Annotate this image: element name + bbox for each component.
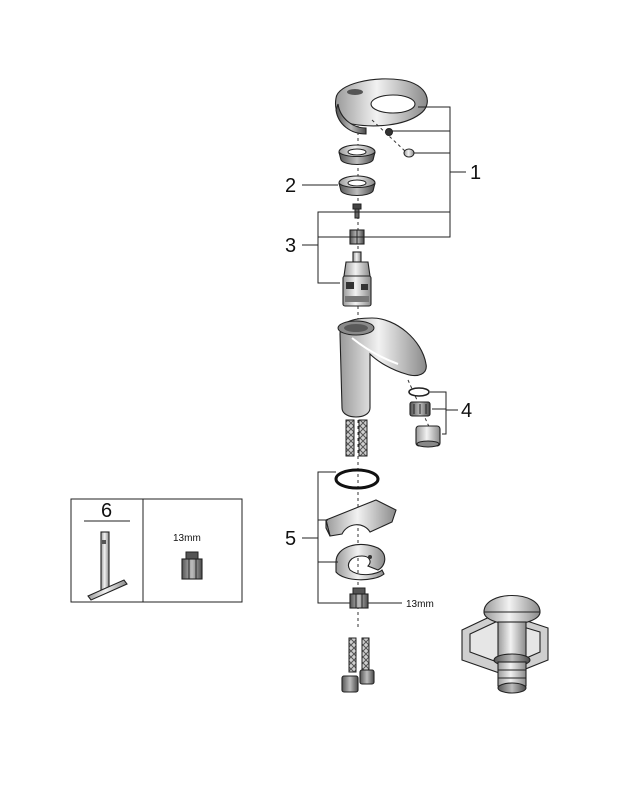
faucet-body — [337, 317, 427, 418]
set-screw — [371, 119, 407, 153]
mounting-plate — [325, 499, 397, 537]
lever-handle — [334, 78, 428, 135]
aerator-washer — [408, 387, 430, 397]
cartridge — [342, 251, 372, 307]
callout-4: 4 — [461, 400, 472, 422]
tool-nut — [181, 551, 203, 580]
bracket-5 — [302, 471, 402, 604]
aerator-insert — [409, 401, 431, 417]
flex-hoses-upper — [345, 419, 368, 457]
hex-nut-13mm — [349, 587, 369, 609]
aerator-housing — [415, 425, 441, 448]
callout-3: 3 — [285, 235, 296, 257]
bracket-1 — [318, 106, 466, 238]
nut-size-label-hose: 13mm — [406, 599, 434, 610]
hex-key-tool — [87, 531, 128, 601]
tool-box — [70, 498, 243, 603]
escutcheon-lower — [338, 175, 376, 197]
horseshoe-washer — [335, 544, 386, 581]
callout-6: 6 — [101, 500, 112, 522]
nut-size-label-tool: 13mm — [173, 533, 201, 544]
callout-2: 2 — [285, 175, 296, 197]
flex-hoses-lower — [341, 637, 375, 693]
callout-1: 1 — [470, 162, 481, 184]
cartridge-screw — [352, 203, 362, 219]
escutcheon-upper — [338, 144, 376, 166]
o-ring — [334, 468, 380, 490]
cover-cap — [403, 148, 415, 158]
bracket-3 — [302, 211, 450, 284]
callout-5: 5 — [285, 528, 296, 550]
pop-up-waste — [461, 594, 549, 694]
bracket-4 — [430, 391, 458, 435]
